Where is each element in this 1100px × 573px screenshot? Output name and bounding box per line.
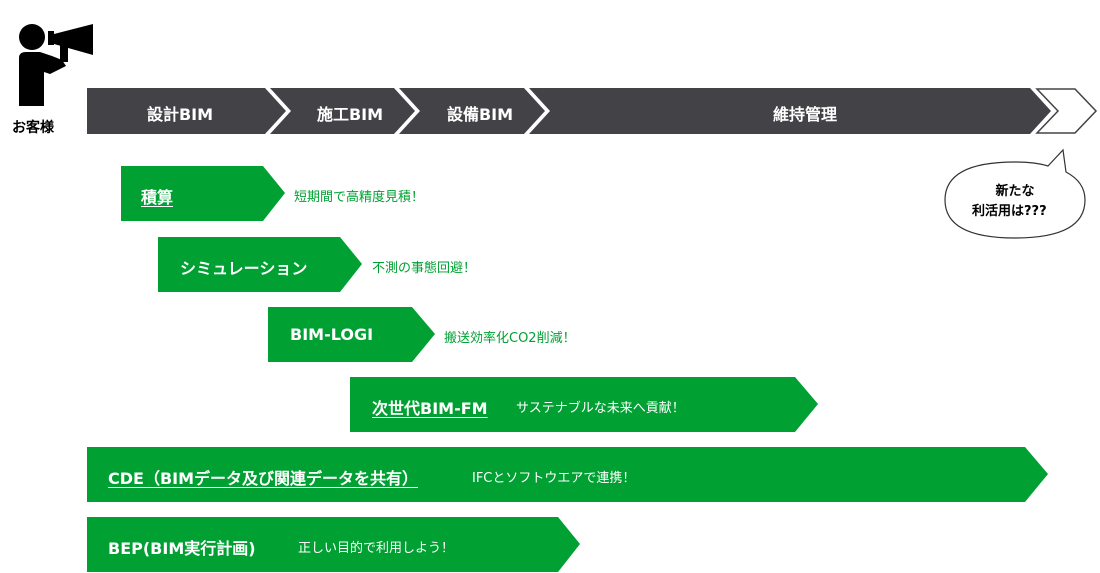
bar-title-estimate[interactable]: 積算 <box>141 188 174 207</box>
bar-title-cde[interactable]: CDE（BIMデータ及び関連データを共有） <box>108 469 419 488</box>
bubble-line-2: 利活用は??? <box>972 204 1047 219</box>
stage-arrow-design <box>87 88 286 134</box>
bar-bim-fm <box>350 377 818 432</box>
bar-bep <box>87 517 580 572</box>
bar-cde <box>87 447 1048 502</box>
bar-desc-bim-logi: 搬送効率化CO2削減！ <box>444 331 576 346</box>
bar-desc-bep: 正しい目的で利用しよう！ <box>298 541 455 556</box>
customer-label: お客様 <box>12 120 54 136</box>
bar-bim-logi <box>268 307 435 362</box>
stage-arrow-equipment <box>399 88 545 134</box>
bar-title-bim-fm[interactable]: 次世代BIM-FM <box>372 399 488 418</box>
stage-arrow-maintenance <box>529 88 1051 134</box>
stage-label-construction: 施工BIM <box>316 105 384 124</box>
stage-label-design: 設計BIM <box>146 105 214 124</box>
bar-title-bim-logi: BIM-LOGI <box>290 325 374 344</box>
bubble-line-1: 新たな <box>995 184 1035 199</box>
person-megaphone-icon <box>19 24 93 106</box>
bar-desc-bim-fm: サステナブルな未来へ貢献！ <box>516 401 685 416</box>
bar-title-simulation: シミュレーション <box>180 259 308 278</box>
stage-arrow-construction <box>270 88 415 134</box>
green-bars <box>87 166 1048 572</box>
bar-estimate <box>121 166 285 221</box>
bar-desc-estimate: 短期間で高精度見積！ <box>294 190 425 205</box>
bar-title-bep: BEP(BIM実行計画) <box>108 539 256 558</box>
bar-desc-simulation: 不測の事態回避！ <box>372 261 477 276</box>
pipeline-arrows <box>87 88 1051 134</box>
stage-label-maintenance: 維持管理 <box>772 105 838 124</box>
bar-simulation <box>158 237 362 292</box>
future-stage-arrow <box>1035 88 1098 134</box>
stage-label-equipment: 設備BIM <box>446 105 514 124</box>
bar-desc-cde: IFCとソフトウエアで連携！ <box>472 471 636 486</box>
speech-bubble <box>944 148 1086 239</box>
